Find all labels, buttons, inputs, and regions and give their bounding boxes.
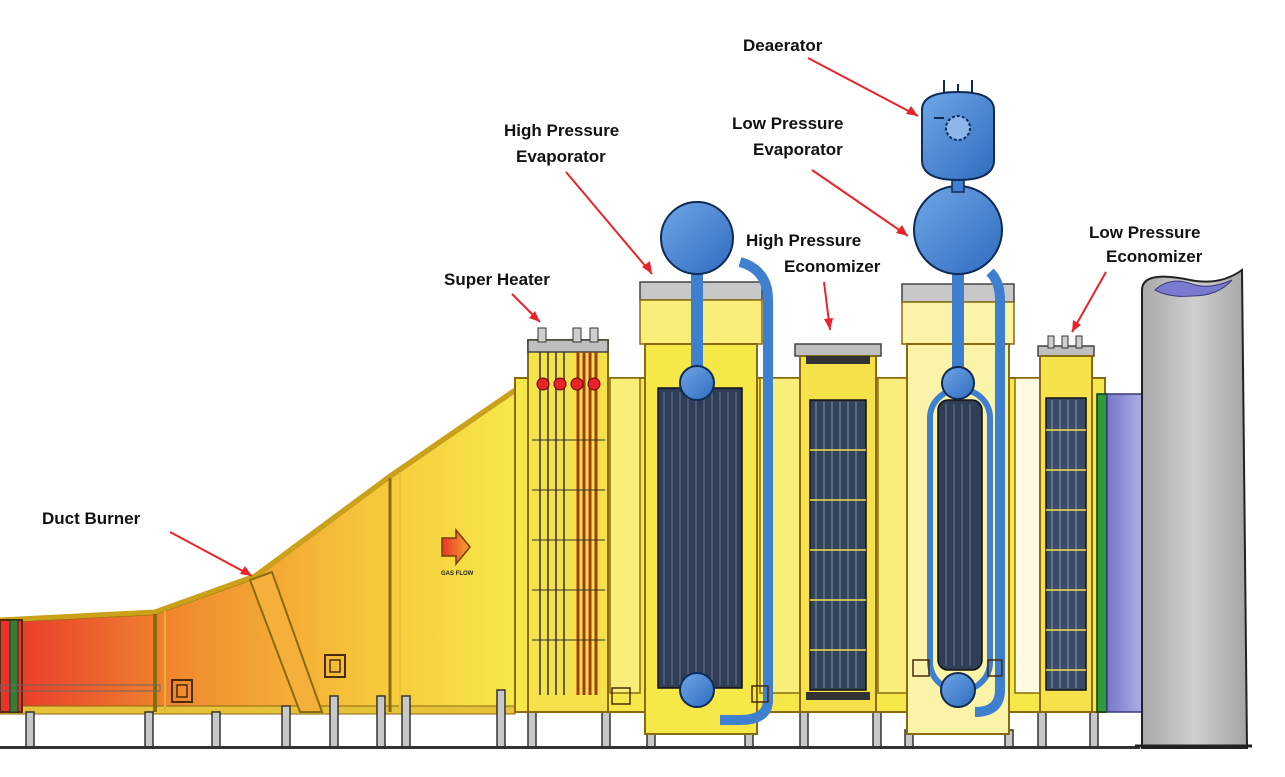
ground-line — [0, 746, 1140, 749]
deaerator — [921, 80, 995, 193]
lp-evaporator — [901, 185, 1015, 735]
gas-flow-arrow: GAS FLOW — [441, 527, 474, 577]
hp-economizer — [794, 343, 882, 713]
label-lp-evaporator-1: Low Pressure — [732, 114, 844, 133]
label-duct-burner: Duct Burner — [42, 509, 141, 528]
label-super-heater: Super Heater — [444, 270, 550, 289]
stack-transition — [1096, 393, 1144, 713]
label-lp-evaporator-2: Evaporator — [753, 140, 843, 159]
gas-flow-label: GAS FLOW — [441, 571, 474, 577]
label-hp-evaporator-2: Evaporator — [516, 147, 606, 166]
label-hp-economizer-1: High Pressure — [746, 231, 861, 250]
label-lp-economizer-2: Economizer — [1106, 247, 1203, 266]
label-hp-economizer-2: Economizer — [784, 257, 881, 276]
super-heater — [527, 327, 631, 713]
lp-economizer — [1037, 335, 1095, 713]
exhaust-stack — [1135, 268, 1252, 749]
inlet-duct — [0, 387, 517, 715]
label-hp-evaporator-1: High Pressure — [504, 121, 619, 140]
label-lp-economizer-1: Low Pressure — [1089, 223, 1201, 242]
hp-evaporator — [639, 201, 773, 735]
label-deaerator: Deaerator — [743, 36, 823, 55]
callouts: Deaerator High Pressure Evaporator Low P… — [42, 36, 1203, 577]
